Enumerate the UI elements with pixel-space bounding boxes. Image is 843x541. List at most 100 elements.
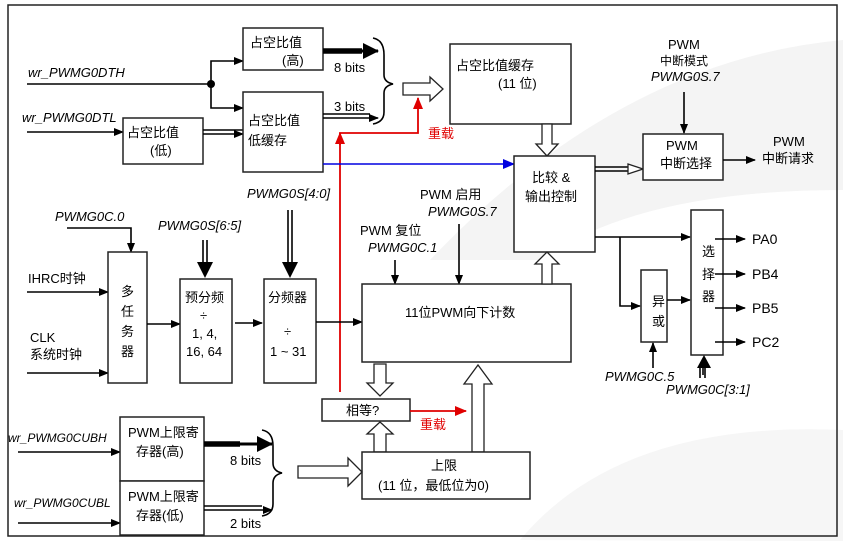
compare-label-2: 输出控制 xyxy=(525,189,577,204)
int-mode-label-2: 中断模式 xyxy=(660,53,708,68)
prescaler-label: 预分频 xyxy=(185,290,224,305)
prescaler-label-2: ÷ xyxy=(200,308,207,323)
upper-high-register-box xyxy=(119,416,205,482)
hollow-arrow xyxy=(533,251,561,285)
xor-char: 异 xyxy=(652,294,665,309)
selector-char: 选 xyxy=(702,244,715,259)
duty-low-box xyxy=(122,117,204,165)
upper-low-label: PWM上限寄 xyxy=(128,489,199,504)
equal-label: 相等? xyxy=(346,403,379,418)
hollow-arrow xyxy=(402,75,444,103)
mux-char: 多 xyxy=(121,284,134,299)
xor-char: 或 xyxy=(652,314,665,329)
output-pb5: PB5 xyxy=(752,300,779,316)
reset-label-2: PWMG0C.1 xyxy=(368,240,437,255)
bits-label-8-bottom: 8 bits xyxy=(230,453,262,468)
int-mode-label: PWM xyxy=(668,37,700,52)
pwmg0c5-label: PWMG0C.5 xyxy=(605,369,675,384)
arrow-head xyxy=(197,262,213,278)
bits-label-8: 8 bits xyxy=(334,60,366,75)
divider-box xyxy=(263,278,317,384)
reload-label-top: 重载 xyxy=(428,126,454,141)
output-pb4: PB4 xyxy=(752,266,779,282)
prescaler-box xyxy=(179,278,233,384)
duty-buffer-label: 占空比值缓存 xyxy=(456,58,534,73)
duty-high-label: 占空比值 xyxy=(250,35,302,50)
prescaler-label-3: 1, 4, xyxy=(192,326,217,341)
signal-line xyxy=(210,57,244,84)
pwmg0c0-label: PWMG0C.0 xyxy=(55,209,125,224)
pwmg0s40-label: PWMG0S[4:0] xyxy=(247,186,330,201)
duty-buffer-label-2: (11 位) xyxy=(498,76,537,91)
upper-limit-label-2: (11 位，最低位为0) xyxy=(378,478,489,493)
signal-line xyxy=(210,84,244,112)
int-req-label: PWM xyxy=(773,134,805,149)
int-select-label: PWM xyxy=(666,138,698,153)
hollow-arrow xyxy=(365,363,395,397)
upper-low-register-box xyxy=(119,480,205,536)
diagram-frame xyxy=(7,4,838,537)
mux-char: 务 xyxy=(121,324,134,339)
equal-box xyxy=(321,398,411,422)
brace xyxy=(261,429,283,517)
int-mode-label-3: PWMG0S.7 xyxy=(651,69,720,84)
output-pc2: PC2 xyxy=(752,334,779,350)
mux-box xyxy=(107,251,148,384)
divider-label: 分频器 xyxy=(268,290,307,305)
prescaler-label-4: 16, 64 xyxy=(186,344,222,359)
watermark-arc xyxy=(430,0,843,260)
input-label-dtl: wr_PWMG0DTL xyxy=(22,110,117,125)
duty-low-label-2: (低) xyxy=(150,143,172,158)
upper-high-label: PWM上限寄 xyxy=(128,425,199,440)
duty-low-buffer-label-2: 低缓存 xyxy=(248,133,287,148)
arrow-head xyxy=(697,355,711,368)
int-select-label-2: 中断选择 xyxy=(660,156,712,171)
ihrc-label: IHRC时钟 xyxy=(28,271,86,286)
hollow-arrow xyxy=(365,421,395,453)
signal-line xyxy=(619,237,641,310)
int-req-label-2: 中断请求 xyxy=(762,151,814,166)
clk-label-2: 系统时钟 xyxy=(30,347,82,362)
input-label-dth: wr_PWMG0DTH xyxy=(28,65,125,80)
counter-box xyxy=(361,283,572,363)
selector-box xyxy=(690,209,724,356)
counter-label: 11位PWM向下计数 xyxy=(405,305,515,320)
output-pa0: PA0 xyxy=(752,231,778,247)
duty-low-buffer-label: 占空比值 xyxy=(248,113,300,128)
selector-char: 择 xyxy=(702,267,715,282)
selector-char: 器 xyxy=(702,289,715,304)
signal-line xyxy=(67,227,135,253)
bits-label-2: 2 bits xyxy=(230,516,262,531)
watermark-arc xyxy=(520,429,843,541)
divider-label-2: ÷ xyxy=(284,324,291,339)
upper-limit-label: 上限 xyxy=(431,458,457,473)
divider-label-3: 1 ~ 31 xyxy=(270,344,307,359)
hollow-arrow xyxy=(297,456,363,488)
brace xyxy=(372,37,394,125)
reload-label-bottom: 重载 xyxy=(420,417,446,432)
duty-low-buffer-box xyxy=(242,91,324,173)
input-label-cubh: wr_PWMG0CUBH xyxy=(8,431,107,445)
hollow-arrow xyxy=(462,363,494,453)
arrow-head xyxy=(627,163,646,175)
enable-label-2: PWMG0S.7 xyxy=(428,204,497,219)
bits-label-3: 3 bits xyxy=(334,99,366,114)
duty-high-label-2: (高) xyxy=(282,53,304,68)
pwmg0s65-label: PWMG0S[6:5] xyxy=(158,218,241,233)
enable-label: PWM 启用 xyxy=(420,187,481,202)
compare-label: 比较 & xyxy=(532,170,571,185)
hollow-arrow xyxy=(534,123,560,157)
upper-high-label-2: 存器(高) xyxy=(136,444,184,459)
reset-label: PWM 复位 xyxy=(360,223,421,238)
duty-high-box xyxy=(242,27,324,71)
mux-char: 器 xyxy=(121,344,134,359)
upper-limit-box xyxy=(361,451,531,500)
mux-char: 任 xyxy=(121,304,134,319)
duty-buffer-box xyxy=(449,43,572,125)
upper-low-label-2: 存器(低) xyxy=(136,508,184,523)
input-label-cubl: wr_PWMG0CUBL xyxy=(14,496,111,510)
duty-low-label: 占空比值 xyxy=(127,125,179,140)
arrow-head xyxy=(282,262,298,278)
pwmg0c31-label: PWMG0C[3:1] xyxy=(666,382,750,397)
